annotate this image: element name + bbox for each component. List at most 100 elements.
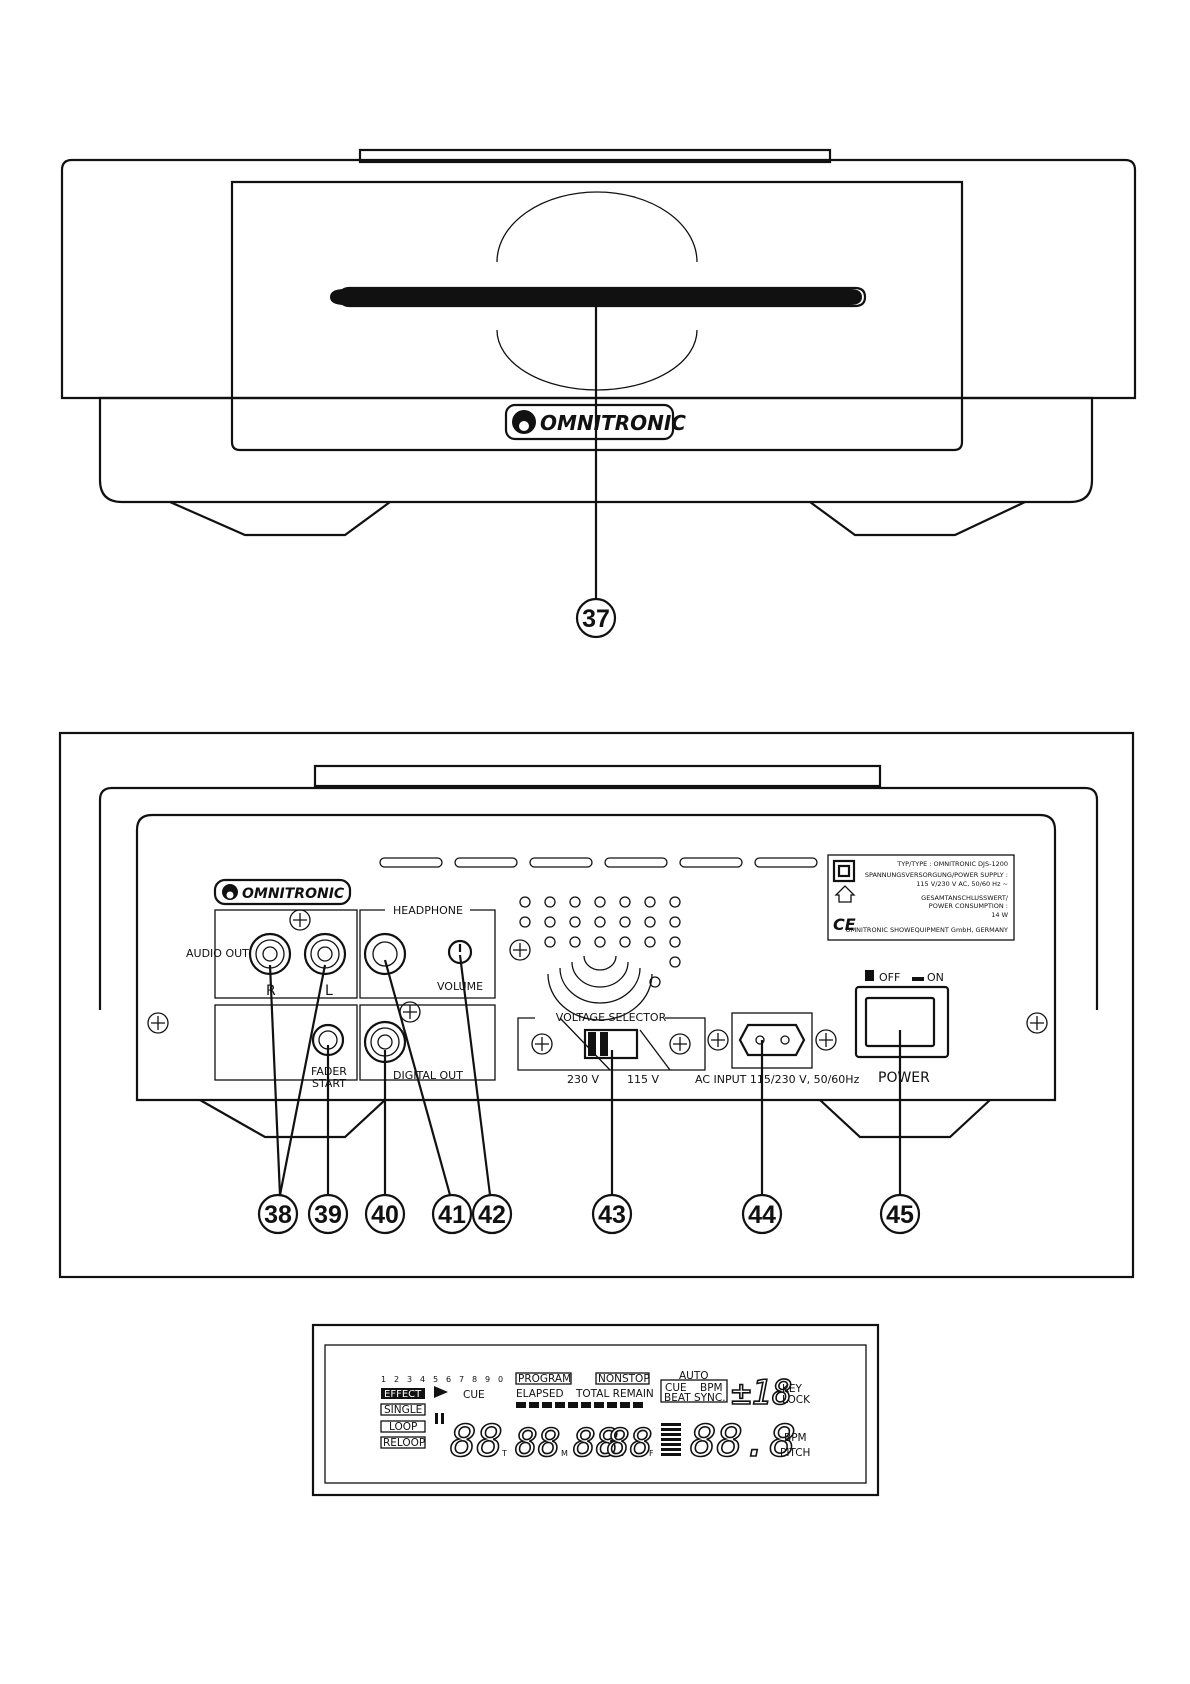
headphone-label: HEADPHONE (393, 904, 463, 917)
top-lid (358, 148, 832, 164)
leader-41 (383, 959, 452, 1196)
voltage-switch-slider (600, 1032, 608, 1056)
key-label: KEY (782, 1383, 803, 1395)
grille-hole (669, 956, 681, 968)
lock-label: LOCK (782, 1394, 811, 1406)
power-switch-frame (854, 985, 950, 1059)
leader-38 (268, 964, 282, 1196)
audio-out-label: AUDIO OUT (186, 947, 249, 960)
double-insulation-icon-inner (837, 864, 851, 878)
track-digits: 88 (450, 1416, 503, 1467)
grille-hole (619, 896, 631, 908)
auto-indicator-box (660, 1379, 728, 1403)
callout-37 (575, 597, 617, 639)
time-seconds: 88 (573, 1421, 619, 1465)
progress-segment (607, 1402, 617, 1408)
level-meter-bar (661, 1453, 681, 1456)
screw-icon (531, 1033, 553, 1055)
front-foot-left (169, 500, 391, 537)
omnitronic-logo-icon-inner (226, 891, 234, 899)
track-number: 7 (459, 1375, 464, 1384)
track-number: 0 (498, 1375, 503, 1384)
track-number: 6 (446, 1375, 451, 1384)
type-plate-maker: OMNITRONIC SHOWEQUIPMENT GmbH, GERMANY (845, 926, 1008, 934)
double-insulation-icon (832, 859, 856, 883)
program-indicator-box (515, 1372, 572, 1385)
vent-slot (529, 857, 593, 868)
ac-input-socket[interactable] (738, 1023, 806, 1057)
progress-segment (594, 1402, 604, 1408)
screw-icon-cross (535, 1037, 549, 1051)
level-meter-bar (661, 1433, 681, 1436)
callout-43-number: 43 (598, 1201, 626, 1229)
screw-icon-cross (403, 1005, 417, 1019)
power-on-label: ON (927, 971, 944, 984)
screw-icon-cross (1030, 1016, 1044, 1030)
ac-input-section (731, 1012, 813, 1069)
leader-42 (458, 954, 492, 1196)
vent-slot (679, 857, 743, 868)
level-meter-bar (661, 1438, 681, 1441)
grille-hole (619, 916, 631, 928)
lcd-inner-frame (324, 1344, 867, 1484)
rear-brand-text: OMNITRONIC (242, 886, 345, 902)
nonstop-indicator-box (595, 1372, 650, 1385)
type-plate-consumption-label: GESAMTANSCHLUSSWERT/ (921, 894, 1009, 902)
vent-slot (379, 857, 443, 868)
callout-38 (257, 1193, 299, 1235)
reloop-indicator-box (380, 1436, 426, 1449)
digital-out-jack-pin (377, 1034, 393, 1050)
rear-frame (58, 731, 1135, 1279)
beat-sync-indicator: BEAT SYNC. (664, 1392, 726, 1404)
screw-icon (669, 1033, 691, 1055)
callout-41 (431, 1193, 473, 1235)
disc-window-top (496, 191, 698, 263)
pause-icon (435, 1413, 438, 1424)
vent-slot (604, 857, 668, 868)
grille-hole (644, 936, 656, 948)
power-label: POWER (878, 1070, 930, 1086)
single-indicator: SINGLE (384, 1404, 422, 1416)
grille-hole (594, 936, 606, 948)
play-icon (434, 1386, 448, 1398)
rear-logo-frame (213, 878, 352, 906)
volume-label: VOLUME (437, 980, 483, 993)
grille-hole (519, 896, 531, 908)
screw-icon-cross (151, 1016, 165, 1030)
digital-out-label: DIGITAL OUT (393, 1069, 463, 1082)
voltage-switch-slider (588, 1032, 596, 1056)
rca-jack-right-pin (262, 946, 278, 962)
t-label: T (501, 1449, 507, 1458)
grille-hole (544, 896, 556, 908)
callout-37-number: 37 (582, 605, 610, 633)
effect-indicator-box (381, 1388, 425, 1399)
screw-icon (707, 1029, 729, 1051)
track-number: 9 (485, 1375, 490, 1384)
front-foot-right (809, 501, 1026, 537)
type-plate-supply-value: 115 V/230 V AC, 50/60 Hz ~ (916, 880, 1008, 888)
track-number: 4 (420, 1375, 425, 1384)
callout-40 (364, 1193, 406, 1235)
bpm-small-indicator: BPM (700, 1382, 723, 1394)
callout-41-number: 41 (438, 1201, 466, 1229)
track-number: 3 (407, 1375, 412, 1384)
ac-socket-pin (755, 1035, 765, 1045)
progress-segment (529, 1402, 539, 1408)
voltage-selector-label: VOLTAGE SELECTOR (556, 1011, 667, 1024)
voltage-selector-guide (639, 1029, 671, 1071)
grille-arc (547, 973, 653, 1021)
front-brand-text: OMNITRONIC (540, 411, 686, 435)
type-plate-consumption-value: 14 W (991, 911, 1008, 919)
disc-slot (330, 289, 862, 305)
callout-44 (741, 1193, 783, 1235)
m-label: M (561, 1449, 568, 1458)
rca-jack-left-pin (317, 946, 333, 962)
ac-socket-pin (780, 1035, 790, 1045)
screw-icon-cross (819, 1033, 833, 1047)
start-label: START (312, 1077, 346, 1090)
track-number: 8 (472, 1375, 477, 1384)
loop-indicator: LOOP (389, 1421, 417, 1433)
screw-icon (815, 1029, 837, 1051)
grille-hole (649, 976, 661, 988)
s-label: S (619, 1449, 624, 1458)
